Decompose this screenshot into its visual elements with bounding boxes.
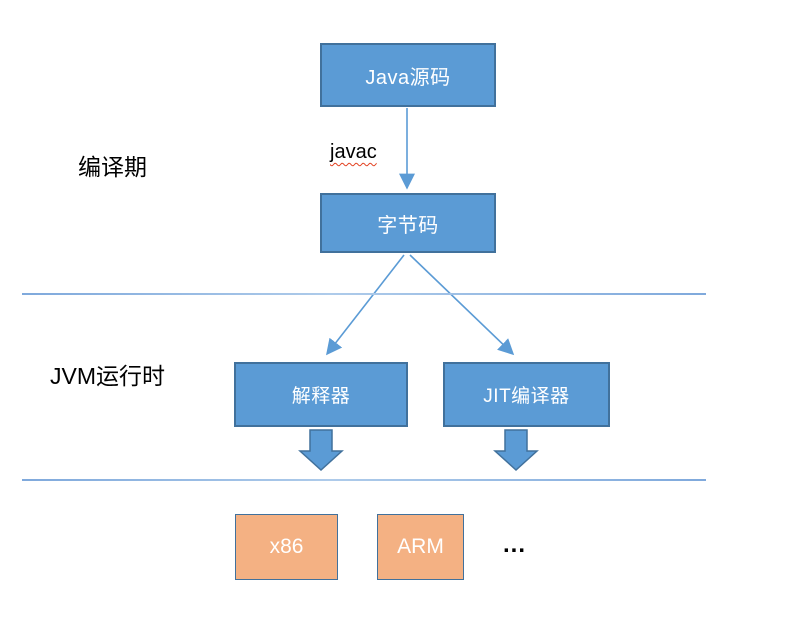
node-interpreter-label: 解释器 — [291, 386, 351, 407]
node-arm: ARM — [377, 514, 464, 580]
node-jit-compiler: JIT编译器 — [443, 362, 610, 427]
node-x86: x86 — [235, 514, 338, 580]
more-architectures-ellipsis: ... — [503, 531, 527, 558]
node-bytecode: 字节码 — [320, 193, 496, 253]
node-java-source-label: Java源码 — [365, 66, 451, 89]
edge-label-javac: javac — [330, 141, 377, 163]
node-bytecode-label: 字节码 — [377, 214, 439, 237]
block-arrow-interpreter-down — [298, 429, 344, 472]
node-interpreter: 解释器 — [234, 362, 408, 427]
block-arrow-jit-down — [493, 429, 539, 472]
arrow-bytecode-to-interpreter — [326, 254, 405, 356]
arrow-bytecode-to-jit — [409, 254, 515, 356]
phase-label-jvm-runtime: JVM运行时 — [50, 363, 165, 389]
divider-compile-runtime — [22, 293, 706, 295]
node-jit-compiler-label: JIT编译器 — [483, 386, 570, 407]
divider-runtime-hardware — [22, 479, 706, 481]
node-arm-label: ARM — [397, 535, 444, 558]
node-x86-label: x86 — [269, 535, 304, 558]
node-java-source: Java源码 — [320, 43, 496, 107]
phase-label-compile-time: 编译期 — [78, 154, 147, 180]
